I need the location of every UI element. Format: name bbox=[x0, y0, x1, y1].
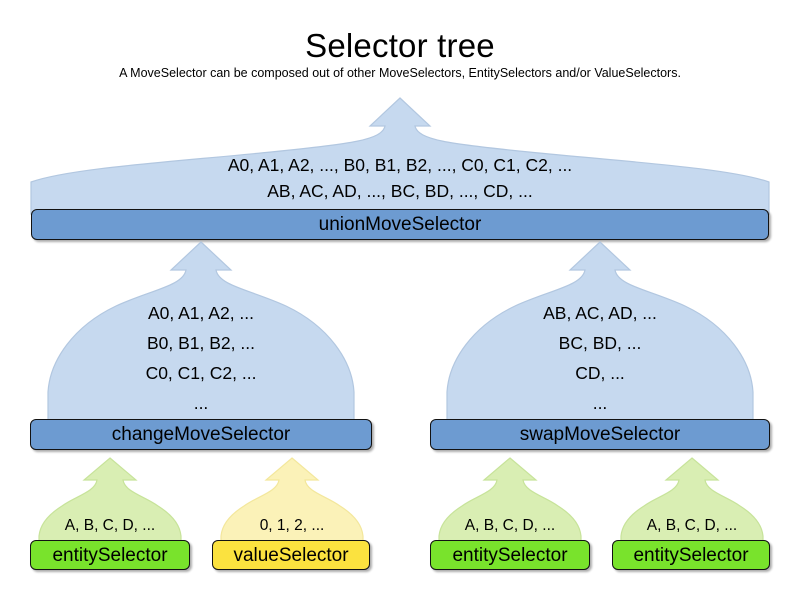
entity-selector-1-label[interactable]: entitySelector bbox=[30, 540, 190, 570]
change-move-selector-label[interactable]: changeMoveSelector bbox=[30, 419, 372, 450]
entity-selector-3-label-text: entitySelector bbox=[633, 544, 749, 566]
entity-selector-2-label[interactable]: entitySelector bbox=[430, 540, 590, 570]
node-change-move-selector[interactable]: A0, A1, A2, ... B0, B1, B2, ... C0, C1, … bbox=[46, 240, 356, 425]
swap-move-selector-label-text: swapMoveSelector bbox=[519, 424, 681, 445]
value-selector-1-label[interactable]: valueSelector bbox=[212, 540, 370, 570]
entity-selector-3-label[interactable]: entitySelector bbox=[612, 540, 770, 570]
entity-selector-3-arrow-shape bbox=[620, 456, 764, 545]
node-value-selector-1[interactable]: 0, 1, 2, ... bbox=[220, 456, 364, 545]
change-move-selector-label-text: changeMoveSelector bbox=[111, 424, 291, 445]
page-subtitle: A MoveSelector can be composed out of ot… bbox=[119, 66, 681, 80]
swap-move-selector-label[interactable]: swapMoveSelector bbox=[430, 419, 770, 450]
value-selector-1-label-text: valueSelector bbox=[233, 544, 349, 566]
node-swap-move-selector[interactable]: AB, AC, AD, ... BC, BD, ... CD, ... ... bbox=[445, 240, 755, 425]
union-move-selector-label[interactable]: unionMoveSelector bbox=[31, 209, 769, 240]
entity-selector-2-label-text: entitySelector bbox=[452, 544, 568, 566]
change-arrow-shape bbox=[46, 240, 356, 425]
entity-selector-2-arrow-shape bbox=[438, 456, 582, 545]
node-entity-selector-2[interactable]: A, B, C, D, ... bbox=[438, 456, 582, 545]
node-entity-selector-3[interactable]: A, B, C, D, ... bbox=[620, 456, 764, 545]
union-move-selector-label-text: unionMoveSelector bbox=[318, 214, 482, 235]
page-title: Selector tree bbox=[305, 27, 495, 64]
node-union-move-selector[interactable]: A0, A1, A2, ..., B0, B1, B2, ..., C0, C1… bbox=[29, 96, 771, 215]
union-arrow-shape bbox=[29, 96, 771, 215]
node-entity-selector-1[interactable]: A, B, C, D, ... bbox=[38, 456, 182, 545]
entity-selector-1-label-text: entitySelector bbox=[52, 544, 168, 566]
entity-selector-1-arrow-shape bbox=[38, 456, 182, 545]
value-selector-1-arrow-shape bbox=[220, 456, 364, 545]
swap-arrow-shape bbox=[445, 240, 755, 425]
